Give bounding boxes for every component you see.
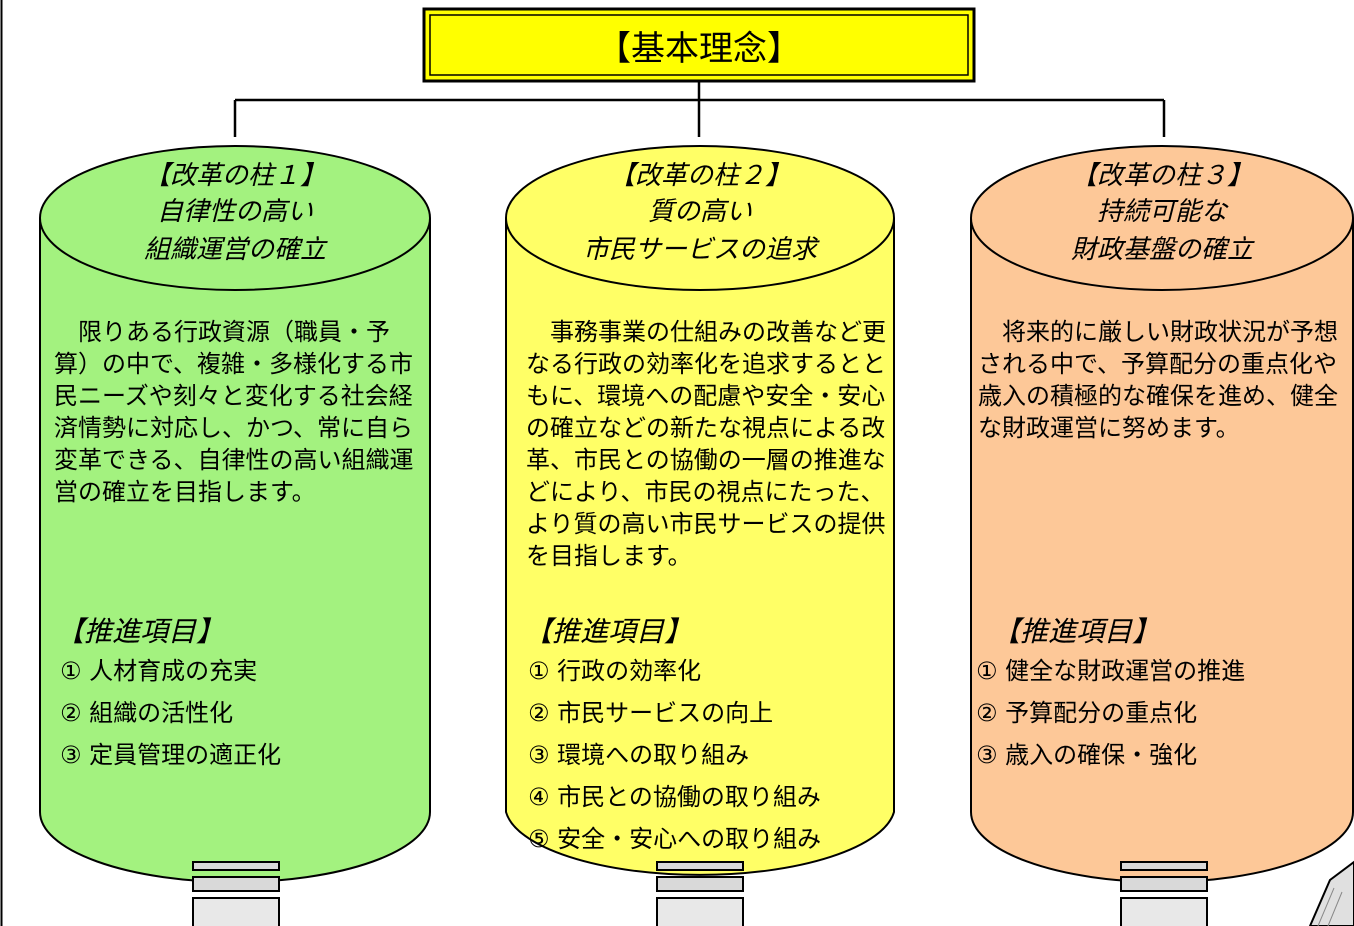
pillar-1-pedestal	[192, 861, 280, 926]
pillar-2-title-line1: 質の高い	[648, 197, 752, 227]
pillar-1-section-heading: 【推進項目】	[56, 615, 225, 648]
pillar-2-section-heading: 【推進項目】	[524, 615, 693, 648]
list-item: ⑤ 安全・安心への取り組み	[528, 825, 822, 853]
pillar-3-item-list: ① 健全な財政運営の推進 ② 予算配分の重点化 ③ 歳入の確保・強化	[976, 650, 1245, 776]
pillar-1-label: 【改革の柱１】	[144, 161, 326, 191]
pillar-2-pedestal	[656, 861, 744, 926]
pillar-1-title-line2: 組織運営の確立	[144, 235, 328, 265]
connector-lines	[233, 81, 1166, 137]
main-title: 【基本理念】	[597, 28, 801, 69]
list-item: ① 健全な財政運営の推進	[976, 657, 1246, 685]
list-item: ③ 歳入の確保・強化	[976, 741, 1198, 769]
list-item: ① 行政の効率化	[528, 657, 702, 685]
pillar-2-description: 事務事業の仕組みの改善など更なる行政の効率化を追求するとともに、環境への配慮や安…	[526, 318, 886, 570]
list-item: ② 組織の活性化	[60, 699, 234, 727]
pillar-3-title-line2: 財政基盤の確立	[1071, 235, 1255, 265]
pillar-2-item-list: ① 行政の効率化 ② 市民サービスの向上 ③ 環境への取り組み ④ 市民との協働…	[528, 650, 821, 860]
pillar-1-title-line1: 自律性の高い	[157, 197, 313, 227]
list-item: ② 予算配分の重点化	[976, 699, 1198, 727]
pillar-2-label: 【改革の柱２】	[609, 161, 791, 191]
pillar-3-pedestal	[1120, 861, 1208, 926]
pillar-1-item-list: ① 人材育成の充実 ② 組織の活性化 ③ 定員管理の適正化	[60, 650, 281, 776]
pillar-2-cylinder: 【改革の柱２】 質の高い 市民サービスの追求	[505, 145, 895, 876]
list-item: ① 人材育成の充実	[60, 657, 258, 685]
pillar-3-cylinder: 【改革の柱３】 持続可能な 財政基盤の確立	[970, 145, 1354, 883]
list-item: ④ 市民との協働の取り組み	[528, 783, 821, 811]
pillar-3-section-heading: 【推進項目】	[992, 615, 1161, 648]
list-item: ③ 定員管理の適正化	[60, 741, 282, 769]
pillar-1-description: 限りある行政資源（職員・予算）の中で、複雑・多様化する市民ニーズや刻々と変化する…	[54, 318, 414, 506]
corner-arrow-shape	[1308, 860, 1354, 926]
list-item: ③ 環境への取り組み	[528, 741, 750, 769]
pillar-3-label: 【改革の柱３】	[1071, 161, 1253, 191]
pillar-3-title-line1: 持続可能な	[1097, 197, 1229, 227]
pillar-2-title-line2: 市民サービスの追求	[583, 235, 820, 265]
list-item: ② 市民サービスの向上	[528, 699, 774, 727]
pillar-3-description: 将来的に厳しい財政状況が予想される中で、予算配分の重点化や歳入の積極的な確保を進…	[978, 318, 1338, 442]
